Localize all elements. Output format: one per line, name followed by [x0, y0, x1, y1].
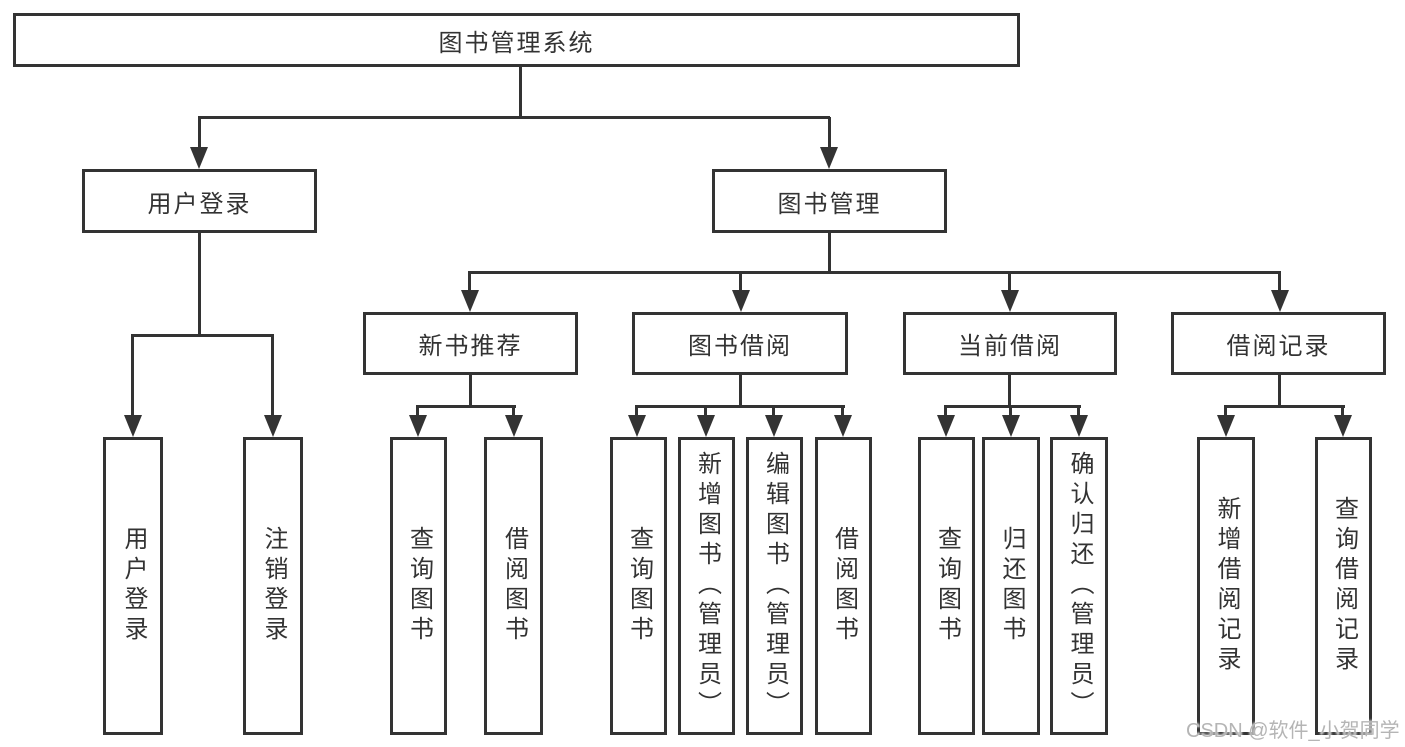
- leaf-label: 新增图书（管理员）: [693, 451, 721, 721]
- connector-arrow-down: [1271, 290, 1289, 312]
- connector-line: [468, 272, 471, 292]
- leaf-label: 查询借阅记录: [1330, 496, 1358, 676]
- connector-line: [944, 405, 1081, 408]
- connector-line: [841, 406, 844, 416]
- connector-arrow-down: [834, 415, 852, 437]
- leaf-confirm-return-admin: 确认归还（管理员）: [1050, 437, 1108, 735]
- node-label: 图书管理系统: [438, 29, 595, 57]
- connector-line: [944, 406, 947, 416]
- connector-line: [198, 117, 201, 148]
- connector-arrow-down: [190, 147, 208, 169]
- connector-arrow-down: [1001, 290, 1019, 312]
- connector-line: [1341, 406, 1344, 416]
- leaf-query-books-borrowing: 查询图书: [610, 437, 667, 735]
- connector-arrow-down: [409, 415, 427, 437]
- leaf-edit-books-admin: 编辑图书（管理员）: [746, 437, 803, 735]
- leaf-label: 查询图书: [405, 526, 433, 646]
- leaf-label: 借阅图书: [500, 526, 528, 646]
- connector-arrow-down: [820, 147, 838, 169]
- leaf-label: 编辑图书（管理员）: [761, 451, 789, 721]
- leaf-label: 查询图书: [933, 526, 961, 646]
- leaf-query-books-recommend: 查询图书: [390, 437, 447, 735]
- connector-line: [469, 375, 472, 406]
- connector-arrow-down: [124, 415, 142, 437]
- leaf-label: 新增借阅记录: [1213, 496, 1240, 676]
- leaf-label: 查询图书: [625, 526, 653, 646]
- node-root-library-management-system: 图书管理系统: [13, 13, 1020, 67]
- connector-line: [131, 335, 134, 416]
- connector-arrow-down: [732, 290, 750, 312]
- node-label: 图书借阅: [688, 333, 792, 360]
- connector-line: [1278, 375, 1281, 406]
- node-label: 用户登录: [147, 190, 252, 218]
- leaf-label: 确认归还（管理员）: [1066, 451, 1093, 721]
- connector-line: [1224, 405, 1345, 408]
- connector-line: [198, 233, 201, 336]
- leaf-add-books-admin: 新增图书（管理员）: [678, 437, 735, 735]
- connector-line: [1008, 272, 1011, 292]
- connector-line: [1077, 406, 1080, 416]
- connector-arrow-down: [765, 415, 783, 437]
- node-current-borrowing: 当前借阅: [903, 312, 1117, 375]
- node-label: 图书管理: [777, 190, 882, 218]
- connector-line: [512, 406, 515, 416]
- leaf-label: 归还图书: [998, 526, 1025, 646]
- connector-arrow-down: [1070, 415, 1088, 437]
- node-label: 当前借阅: [958, 333, 1062, 360]
- leaf-query-borrow-record: 查询借阅记录: [1315, 437, 1372, 735]
- connector-arrow-down: [1002, 415, 1020, 437]
- leaf-label: 注销登录: [260, 526, 287, 646]
- connector-line: [635, 406, 638, 416]
- node-borrowing-records: 借阅记录: [1171, 312, 1386, 375]
- leaf-label: 借阅图书: [830, 526, 858, 646]
- connector-line: [772, 406, 775, 416]
- leaf-borrow-books-recommend: 借阅图书: [484, 437, 543, 735]
- connector-line: [635, 405, 845, 408]
- connector-arrow-down: [937, 415, 955, 437]
- connector-arrow-down: [461, 290, 479, 312]
- connector-line: [828, 117, 831, 148]
- connector-arrow-down: [264, 415, 282, 437]
- connector-line: [198, 116, 830, 119]
- node-label: 新书推荐: [418, 333, 523, 360]
- connector-line: [1008, 375, 1011, 406]
- connector-line: [416, 406, 419, 416]
- node-book-borrowing: 图书借阅: [632, 312, 848, 375]
- connector-line: [131, 334, 274, 337]
- watermark: CSDN @软件_小贺同学: [1186, 720, 1400, 742]
- leaf-borrow-books-borrowing: 借阅图书: [815, 437, 872, 735]
- leaf-user-login: 用户登录: [103, 437, 163, 735]
- connector-arrow-down: [628, 415, 646, 437]
- leaf-query-books-current: 查询图书: [918, 437, 975, 735]
- leaf-label: 用户登录: [120, 526, 147, 646]
- node-new-book-recommendation: 新书推荐: [363, 312, 578, 375]
- connector-line: [468, 271, 1281, 274]
- connector-line: [1224, 406, 1227, 416]
- node-user-login: 用户登录: [82, 169, 317, 233]
- connector-line: [828, 233, 831, 273]
- leaf-add-borrow-record: 新增借阅记录: [1197, 437, 1255, 735]
- connector-arrow-down: [505, 415, 523, 437]
- leaf-logout: 注销登录: [243, 437, 303, 735]
- leaf-return-books: 归还图书: [982, 437, 1040, 735]
- connector-line: [704, 406, 707, 416]
- connector-arrow-down: [697, 415, 715, 437]
- connector-arrow-down: [1334, 415, 1352, 437]
- connector-line: [1009, 406, 1012, 416]
- connector-line: [739, 375, 742, 406]
- node-label: 借阅记录: [1226, 333, 1331, 360]
- connector-line: [739, 272, 742, 292]
- connector-line: [416, 405, 516, 408]
- connector-arrow-down: [1217, 415, 1235, 437]
- connector-line: [271, 335, 274, 416]
- connector-line: [519, 67, 522, 118]
- node-book-management: 图书管理: [712, 169, 947, 233]
- connector-line: [1278, 272, 1281, 292]
